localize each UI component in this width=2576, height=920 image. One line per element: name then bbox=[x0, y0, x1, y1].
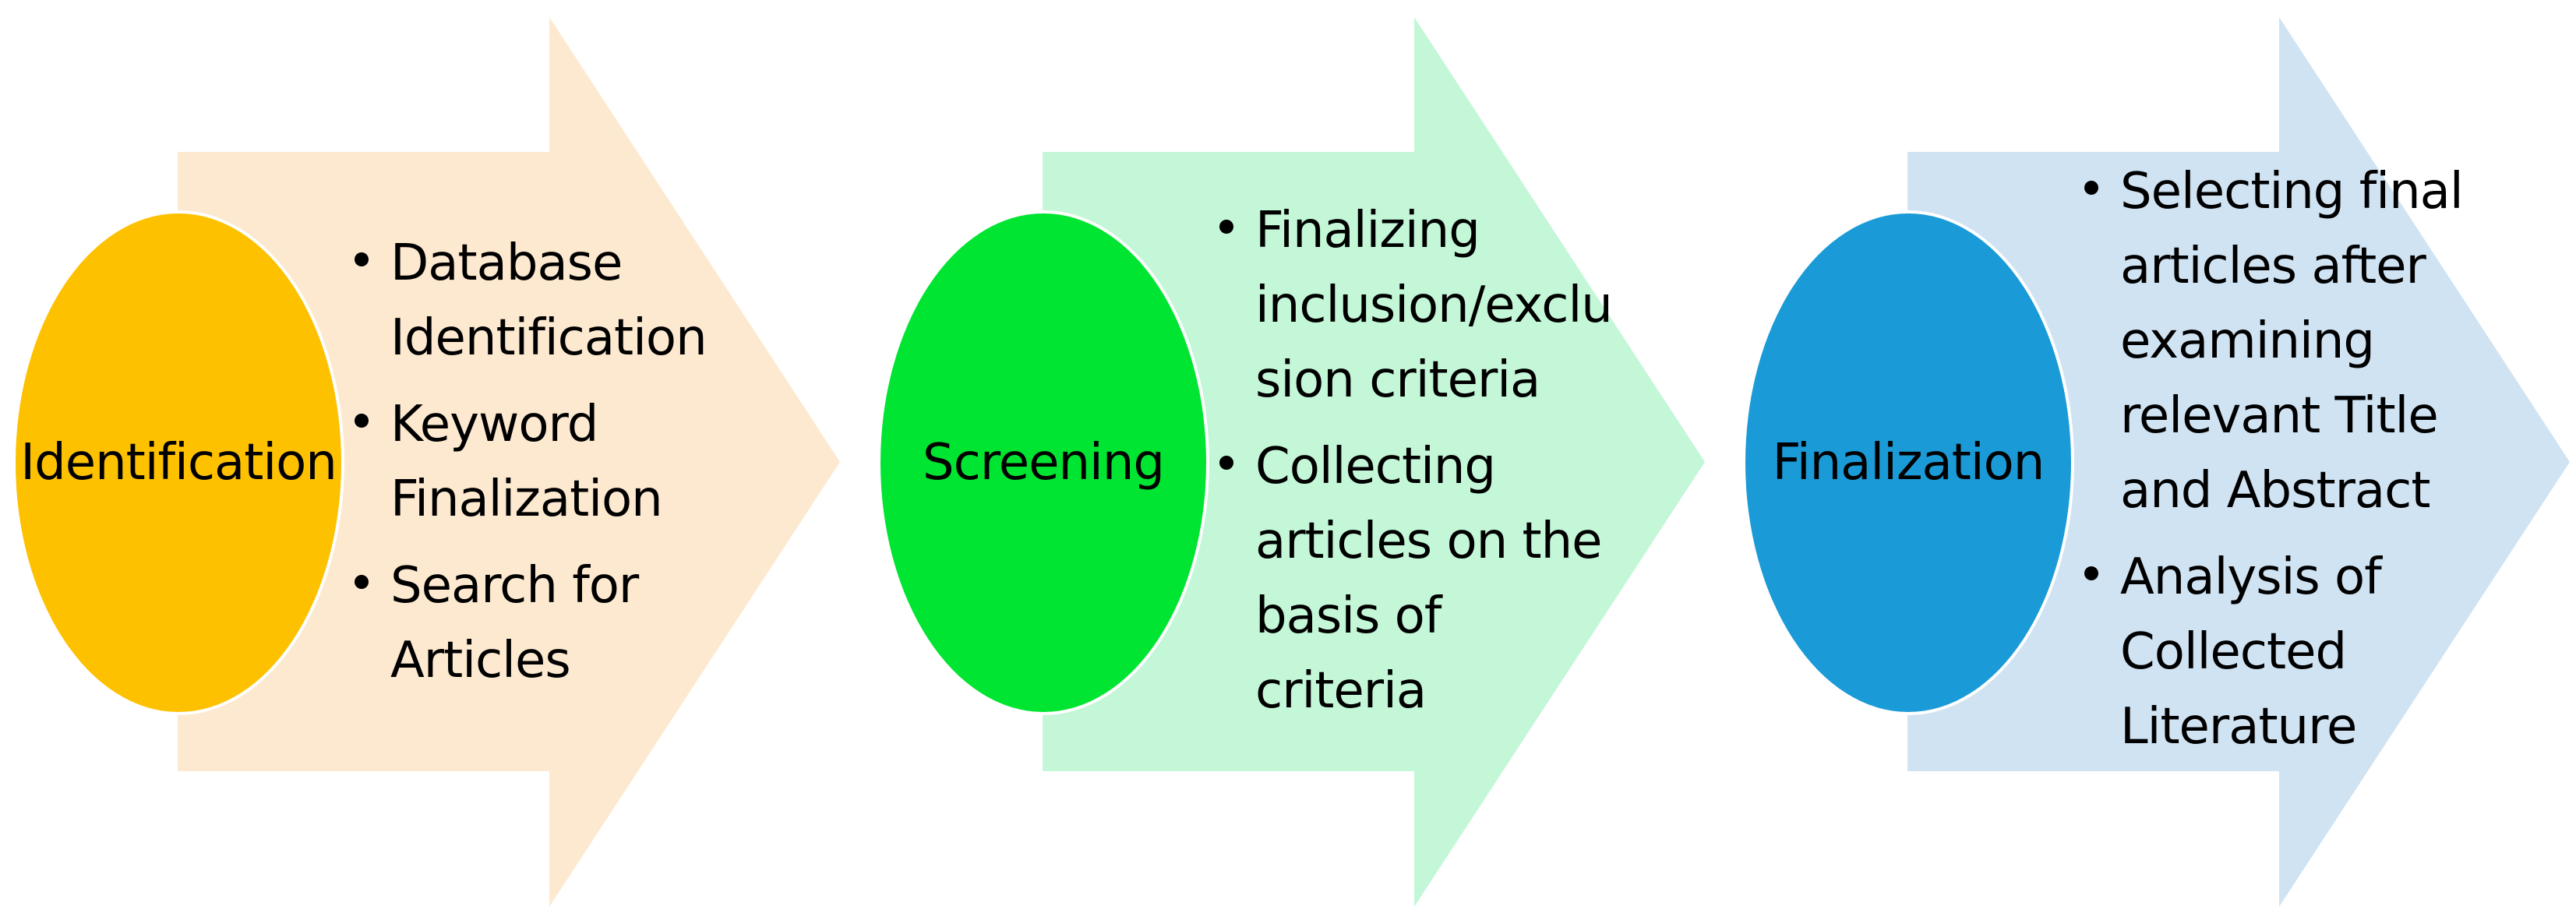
bullet-text-line: examining bbox=[2120, 312, 2375, 370]
bullet-item: Finalizing inclusion/exclu sion criteria bbox=[1219, 193, 1613, 418]
bullet-text-line: Finalizing bbox=[1255, 202, 1480, 259]
bullet-text-line: and Abstract bbox=[2120, 462, 2430, 520]
stage-bullet-list: Database Identification Keyword Finaliza… bbox=[355, 226, 708, 698]
stage-arrow-screening bbox=[1043, 17, 1705, 907]
bullet-item: Selecting final articles after examining… bbox=[2084, 154, 2464, 528]
bullet-text-line: sion criteria bbox=[1255, 351, 1540, 409]
bullet-text-line: Collected bbox=[2120, 623, 2347, 681]
stage-arrow-finalization bbox=[1907, 17, 2570, 907]
bullet-text-line: Search for bbox=[390, 557, 639, 615]
stage-bullet-list: Finalizing inclusion/exclu sion criteria… bbox=[1219, 193, 1613, 728]
bullet-item: Database Identification bbox=[355, 226, 708, 375]
stage-title: Identification bbox=[20, 434, 337, 492]
bullet-text-line: Literature bbox=[2120, 698, 2357, 756]
stage-title: Finalization bbox=[1772, 434, 2045, 492]
stage-bullet-list: Selecting final articles after examining… bbox=[2084, 154, 2464, 764]
bullet-item: Search for Articles bbox=[355, 548, 697, 698]
bullet-item: Analysis of Collected Literature bbox=[2084, 540, 2427, 764]
bullet-text-line: Analysis of bbox=[2120, 548, 2382, 606]
bullet-dot bbox=[2084, 181, 2098, 195]
bullet-dot bbox=[2084, 566, 2098, 580]
stage-circle-screening: Screening bbox=[877, 210, 1209, 715]
bullet-item: Collecting articles on the basis of crit… bbox=[1219, 429, 1603, 728]
bullet-dot bbox=[1219, 456, 1233, 470]
stage-arrow-identification bbox=[178, 17, 840, 907]
bullet-text-line: articles after bbox=[2120, 238, 2426, 295]
bullet-text-line: articles on the bbox=[1255, 513, 1603, 570]
bullet-text-line: Collecting bbox=[1255, 438, 1496, 495]
bullet-dot bbox=[355, 414, 369, 428]
bullet-dot bbox=[355, 252, 369, 266]
bullet-dot bbox=[1219, 220, 1233, 234]
bullet-item: Keyword Finalization bbox=[355, 387, 697, 537]
bullet-text-line: Identification bbox=[390, 309, 708, 367]
stage-circle-finalization: Finalization bbox=[1742, 210, 2074, 715]
bullet-text-line: Keyword bbox=[390, 396, 598, 453]
bullet-text-line: Database bbox=[390, 234, 623, 292]
bullet-text-line: Finalization bbox=[390, 471, 663, 528]
stage-circle-identification: Identification bbox=[12, 210, 344, 715]
bullet-text-line: inclusion/exclu bbox=[1255, 277, 1613, 334]
bullet-text-line: relevant Title bbox=[2120, 387, 2439, 445]
stage-title: Screening bbox=[923, 434, 1165, 492]
bullet-text-line: criteria bbox=[1255, 662, 1427, 720]
bullet-text-line: basis of bbox=[1255, 587, 1442, 645]
bullet-text-line: Articles bbox=[390, 632, 571, 689]
bullet-dot bbox=[355, 575, 369, 589]
bullet-text-line: Selecting final bbox=[2120, 163, 2464, 220]
